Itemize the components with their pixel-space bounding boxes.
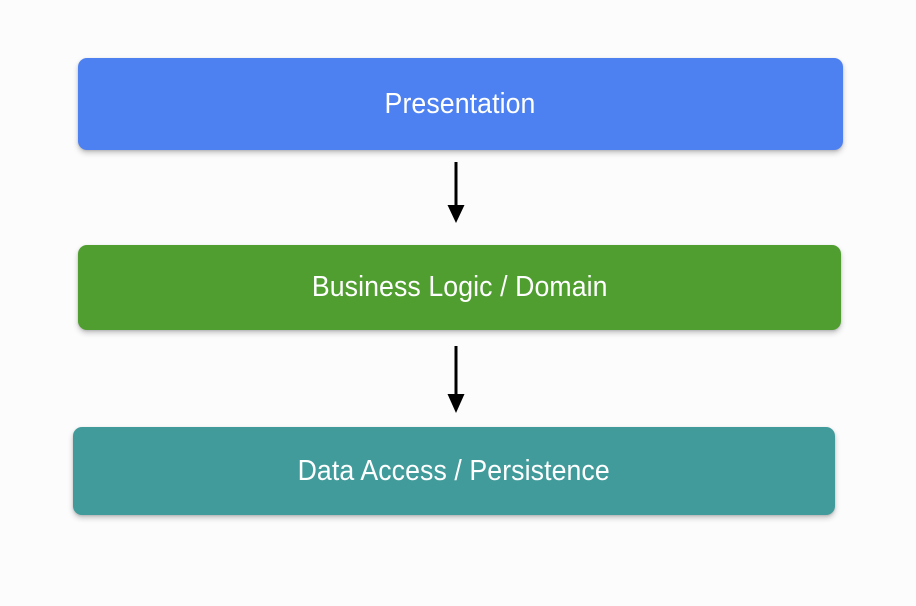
arrow-down-icon	[447, 346, 465, 413]
arrow-presentation-to-business-logic	[435, 162, 477, 224]
layer-label-presentation: Presentation	[385, 87, 536, 120]
layer-box-data-access[interactable]: Data Access / Persistence	[73, 427, 835, 515]
layer-label-data-access: Data Access / Persistence	[297, 454, 611, 487]
layer-box-presentation[interactable]: Presentation	[78, 58, 843, 150]
layer-label-business-logic: Business Logic / Domain	[311, 271, 608, 303]
layer-box-business-logic[interactable]: Business Logic / Domain	[78, 245, 841, 330]
arrow-business-logic-to-data-access	[435, 346, 477, 414]
arrow-down-icon	[447, 162, 465, 223]
